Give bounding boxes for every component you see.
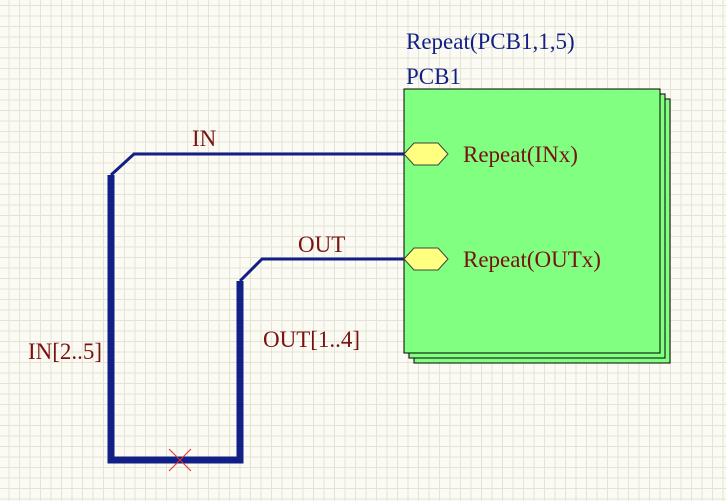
net-label-out[interactable]: OUT — [298, 232, 346, 257]
in-wire[interactable] — [109, 152, 404, 177]
out-bus[interactable] — [180, 281, 244, 464]
sheet-entry-out-shape[interactable] — [403, 247, 449, 271]
sheet-symbol[interactable] — [403, 88, 661, 354]
bus-label-in[interactable]: IN[2..5] — [28, 339, 103, 364]
repeat-designator[interactable]: Repeat(PCB1,1,5) — [406, 29, 575, 54]
out-wire[interactable] — [238, 257, 404, 283]
sheet-designator[interactable]: PCB1 — [406, 64, 461, 89]
sheet-entry-in-shape[interactable] — [403, 142, 449, 166]
sheet-entry-in-label: Repeat(INx) — [463, 142, 578, 167]
no-erc-marker[interactable] — [168, 448, 192, 472]
sheet-entry-out-label: Repeat(OUTx) — [463, 247, 601, 272]
bus-label-out[interactable]: OUT[1..4] — [263, 327, 361, 352]
net-label-in[interactable]: IN — [192, 126, 217, 151]
in-bus[interactable] — [107, 175, 180, 464]
